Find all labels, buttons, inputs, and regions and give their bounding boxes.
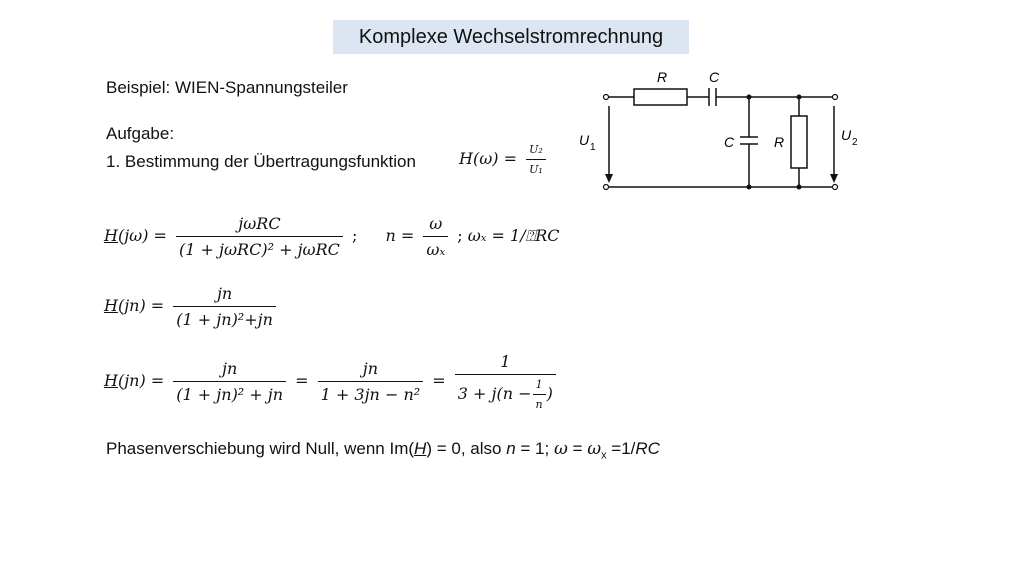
junction-bottom-c [746, 184, 752, 190]
eq1-den: (1 + jωRC)² + jωRC [179, 240, 340, 259]
phase-b: ) = 0, also [426, 439, 507, 458]
eq2-den: (1 + jn)²+jn [176, 310, 273, 329]
equation-1: H(jω) = jωRC (1 + jωRC)² + jωRC ; n = ω … [104, 214, 560, 259]
eq3-inner-den: n [535, 398, 543, 411]
label-c-series: C [709, 69, 720, 85]
eq0-fraction: U₂ U₁ [526, 143, 546, 176]
terminal-out-bottom [831, 183, 839, 191]
phase-c: = 1; [515, 439, 554, 458]
equation-3: H(jn) = jn (1 + jn)² + jn = jn 1 + 3jn −… [104, 352, 560, 411]
eq3-fraction-2: jn 1 + 3jn − n² [317, 359, 424, 404]
eq3-inner-num: 1 [532, 378, 546, 395]
equation-2: H(jn) = jn (1 + jn)²+jn [104, 284, 280, 329]
eq1-n-fraction: ω ωₓ [423, 214, 449, 259]
page-title: Komplexe Wechselstromrechnung [333, 20, 689, 54]
phase-omega: ω [553, 439, 568, 459]
phase-n: n [506, 439, 516, 458]
eq1-sep2: ; [457, 226, 463, 245]
junction-bottom-r [796, 184, 802, 190]
eq0-lhs: H(ω) = [459, 149, 517, 168]
label-u2-sub: 2 [852, 137, 858, 148]
phase-e: =1/ [606, 439, 636, 458]
eq1-sep1: ; [351, 226, 358, 245]
eq1-H: H [104, 226, 118, 245]
phase-statement: Phasenverschiebung wird Null, wenn Im(H)… [106, 439, 660, 461]
eq3-f3-den-a: 3 + j(n − [457, 384, 532, 403]
transfer-function-definition: H(ω) = U₂ U₁ [459, 143, 550, 176]
label-u1: U [579, 132, 590, 148]
eq3-H: H [104, 371, 118, 390]
terminal-out-top [831, 93, 839, 101]
eq2-num: jn [173, 284, 276, 307]
task-label: Aufgabe: [106, 124, 175, 143]
eq0-den: U₁ [529, 163, 543, 176]
u1-arrowhead [605, 174, 613, 183]
junction-top-c [746, 94, 752, 100]
phase-d: = [567, 439, 588, 458]
eq3-arg: (jn) = [117, 371, 165, 390]
eq3-equals-2: = [432, 371, 446, 390]
eq1-num: jωRC [176, 214, 343, 237]
resistor-series [633, 88, 688, 106]
eq3-equals-1: = [295, 371, 309, 390]
eq1-arg: (jω) = [117, 226, 167, 245]
phase-a: Phasenverschiebung wird Null, wenn Im( [106, 439, 415, 458]
phase-RC: RC [635, 439, 660, 458]
label-u2: U [841, 127, 852, 143]
eq1-fraction: jωRC (1 + jωRC)² + jωRC [176, 214, 343, 259]
label-c-parallel: C [724, 134, 735, 150]
phase-omega-x: ω [587, 439, 602, 459]
terminal-in-bottom [602, 183, 610, 191]
label-u1-sub: 1 [590, 142, 596, 153]
eq1-n-lhs: n = [385, 226, 415, 245]
eq3-f3-num: 1 [454, 352, 556, 375]
junction-top-r [796, 94, 802, 100]
terminal-in-top [602, 93, 610, 101]
eq3-f3-den-b: ) [546, 384, 553, 403]
eq2-arg: (jn) = [117, 296, 165, 315]
label-r-series: R [657, 69, 667, 85]
label-r-parallel: R [774, 134, 784, 150]
eq2-H: H [104, 296, 118, 315]
eq3-f2-den: 1 + 3jn − n² [320, 385, 421, 404]
eq3-f1-num: jn [173, 359, 287, 382]
eq0-num: U₂ [526, 143, 546, 160]
u2-arrowhead [830, 174, 838, 183]
task-line: 1. Bestimmung der Übertragungsfunktion [106, 152, 416, 171]
eq1-n-num: ω [423, 214, 449, 237]
resistor-parallel [790, 115, 808, 169]
eq3-f2-num: jn [317, 359, 424, 382]
phase-H: H [414, 439, 427, 458]
eq3-f1-den: (1 + jn)² + jn [176, 385, 284, 404]
eq3-fraction-1: jn (1 + jn)² + jn [173, 359, 287, 404]
eq2-fraction: jn (1 + jn)²+jn [173, 284, 276, 329]
phase-x-sub: x [601, 449, 607, 462]
example-heading: Beispiel: WIEN-Spannungsteiler [106, 78, 348, 97]
eq1-n-den: ωₓ [426, 240, 446, 259]
eq1-wx: ωₓ = 1/⍰RC [467, 226, 560, 245]
